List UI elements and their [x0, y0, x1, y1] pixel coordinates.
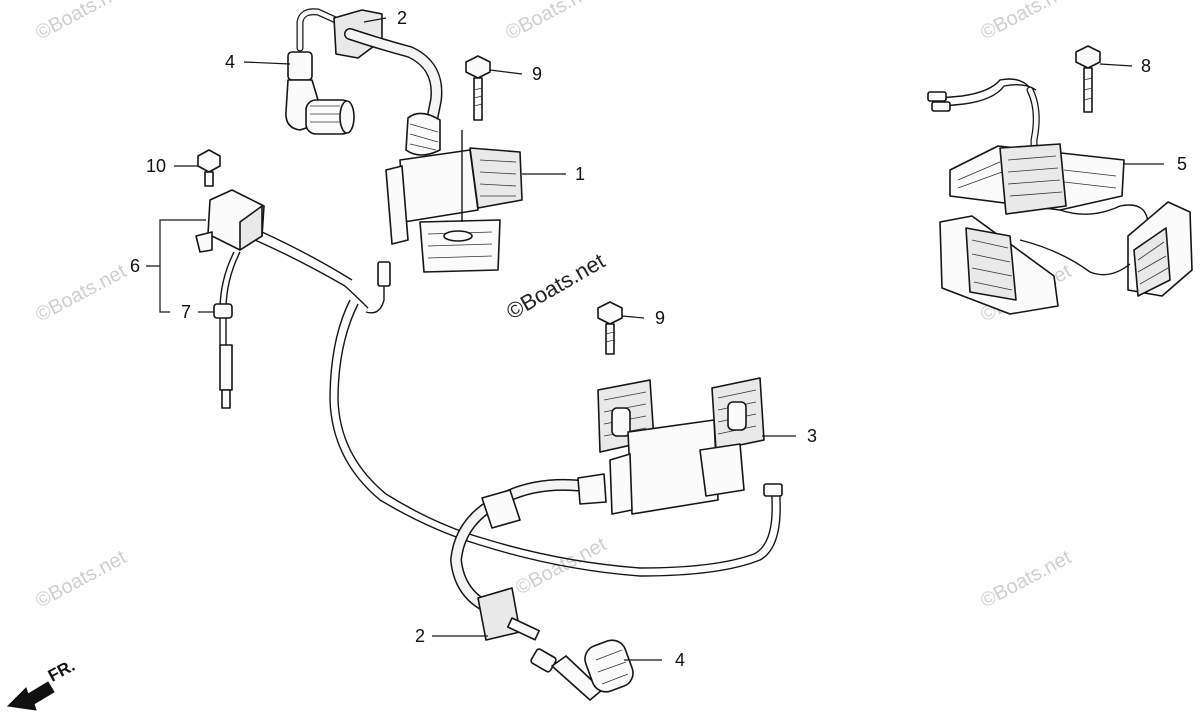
bolt-8: [1075, 45, 1101, 113]
watermark-top-right: ©Boats.net: [977, 0, 1075, 44]
watermark-mid-left: ©Boats.net: [32, 260, 130, 326]
bolt-10: [197, 149, 221, 187]
callout-2-top: 2: [397, 8, 407, 28]
callout-3: 3: [807, 426, 817, 446]
front-direction-indicator: FR.: [6, 656, 78, 711]
ignition-module: [195, 189, 391, 409]
spark-plug-cap-top: [285, 8, 355, 135]
callout-1: 1: [575, 164, 585, 184]
callout-5: 5: [1177, 154, 1187, 174]
callout-10: 10: [146, 156, 166, 176]
ground-wire: [329, 299, 781, 577]
watermark-top-left: ©Boats.net: [32, 0, 130, 44]
watermark-bottom-right: ©Boats.net: [977, 546, 1075, 612]
watermark-bottom-left: ©Boats.net: [32, 546, 130, 612]
ignition-coil-upper: [385, 112, 523, 273]
ignition-coil-lower: [597, 377, 783, 515]
watermark-bottom-center: ©Boats.net: [512, 533, 610, 599]
bolt-9-mid: [597, 301, 623, 355]
grommet-top: [333, 9, 443, 126]
callout-8: 8: [1141, 56, 1151, 76]
spark-plug-cap-bottom: [530, 639, 634, 701]
front-direction-arrow-icon: [6, 681, 55, 711]
callout-4-bottom: 4: [675, 650, 685, 670]
stator-charge-coil: [927, 78, 1193, 315]
callout-6: 6: [130, 256, 140, 276]
watermark-top-center: ©Boats.net: [502, 0, 600, 44]
callout-9-mid: 9: [655, 308, 665, 328]
callout-leaders: [146, 17, 1164, 661]
callout-9-top: 9: [532, 64, 542, 84]
watermark-center: ©Boats.net: [502, 248, 609, 324]
front-direction-label: FR.: [45, 656, 78, 686]
callout-7: 7: [181, 302, 191, 322]
callouts: 2 4 9 10 1 6 7 9 8 5 3 2 4: [130, 8, 1187, 670]
callout-4-top: 4: [225, 52, 235, 72]
ground-wire-inner: [337, 303, 773, 569]
bolt-9-top: [465, 55, 491, 121]
callout-2-bottom: 2: [415, 626, 425, 646]
grommet-bottom: [450, 473, 607, 641]
